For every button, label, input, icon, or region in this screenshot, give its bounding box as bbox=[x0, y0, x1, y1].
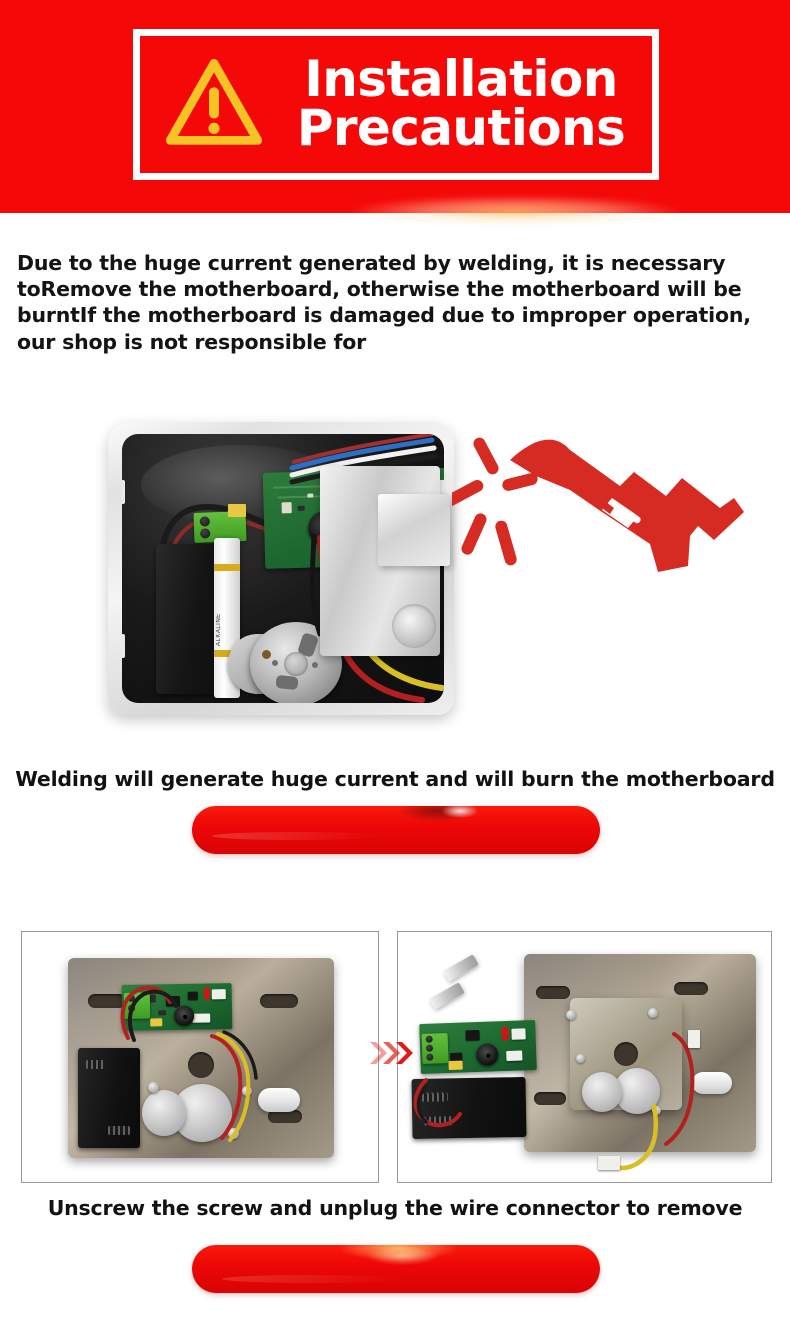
removed-screw-1 bbox=[443, 954, 479, 982]
yellow-connector bbox=[228, 504, 246, 517]
plastic-roller bbox=[692, 1072, 732, 1094]
hero-photo-block: ALKALINE bbox=[0, 408, 790, 748]
lock-bolt-tongue bbox=[378, 494, 450, 566]
step-panel-before bbox=[21, 931, 379, 1183]
hero-caption: Welding will generate huge current and w… bbox=[15, 767, 775, 791]
battery-holder bbox=[78, 1048, 140, 1148]
step-panel-after bbox=[397, 931, 772, 1183]
intro-paragraph: Due to the huge current generated by wel… bbox=[17, 251, 751, 354]
lock-assembled-with-motherboard-photo bbox=[22, 932, 378, 1182]
removed-screw-2 bbox=[429, 982, 465, 1010]
warning-triangle-icon bbox=[165, 58, 263, 145]
steps-caption: Unscrew the screw and unplug the wire co… bbox=[47, 1196, 743, 1220]
double-chevron-right-icon bbox=[368, 1040, 416, 1066]
lock-with-motherboard-removed-photo bbox=[398, 932, 771, 1182]
welding-torch-icon bbox=[452, 437, 744, 572]
white-wire-connector-top bbox=[688, 1030, 700, 1048]
header-banner: Installation Precautions bbox=[0, 0, 790, 213]
dc-motor bbox=[250, 622, 342, 703]
cam-hole bbox=[188, 1052, 214, 1078]
wire-harness bbox=[120, 985, 258, 1142]
header-title-line-2: Precautions bbox=[296, 98, 626, 157]
wire-harness bbox=[413, 1032, 695, 1171]
plastic-roller bbox=[258, 1088, 300, 1112]
steps-divider-bar bbox=[192, 1245, 600, 1293]
gear-plate bbox=[582, 1072, 622, 1112]
header-frame: Installation Precautions bbox=[133, 29, 659, 180]
cam-hole bbox=[614, 1042, 638, 1066]
white-wire-connector-bottom bbox=[598, 1156, 620, 1170]
header-title-group: Installation Precautions bbox=[276, 49, 652, 157]
hero-divider-bar bbox=[192, 806, 600, 854]
header-title-line-1: Installation bbox=[304, 49, 618, 108]
gear-plate bbox=[142, 1090, 186, 1136]
lock-knob bbox=[392, 604, 436, 648]
